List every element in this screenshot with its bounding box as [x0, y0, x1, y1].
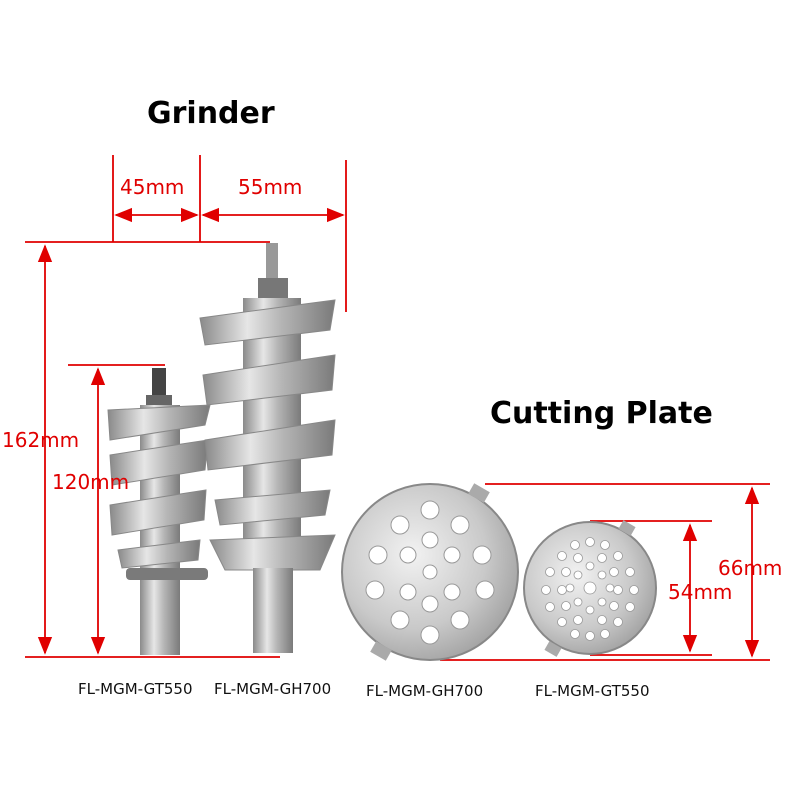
grinder-gt550-model-label: FL-MGM-GT550 [78, 680, 193, 698]
gh700-diameter-label: 55mm [238, 175, 303, 199]
cutting-plate-gt550-image [523, 520, 657, 657]
gh700-length-label: 162mm [2, 428, 80, 452]
grinder-title: Grinder [147, 96, 275, 131]
plate-gh700-model-label: FL-MGM-GH700 [366, 682, 484, 700]
gt550-length-label: 120mm [52, 470, 130, 494]
gt550-diameter-label: 45mm [120, 175, 185, 199]
gt550-plate-diameter-label: 54mm [668, 580, 733, 604]
cutting-plate-title: Cutting Plate [490, 396, 713, 431]
grinder-gt550-image [107, 368, 211, 655]
plate-gt550-model-label: FL-MGM-GT550 [535, 682, 650, 700]
grinder-gh700-model-label: FL-MGM-GH700 [214, 680, 332, 698]
gh700-plate-diameter-label: 66mm [718, 556, 783, 580]
grinder-gh700-image [199, 243, 336, 653]
cutting-plate-gh700-image [341, 483, 519, 661]
dimension-lines [25, 155, 770, 661]
